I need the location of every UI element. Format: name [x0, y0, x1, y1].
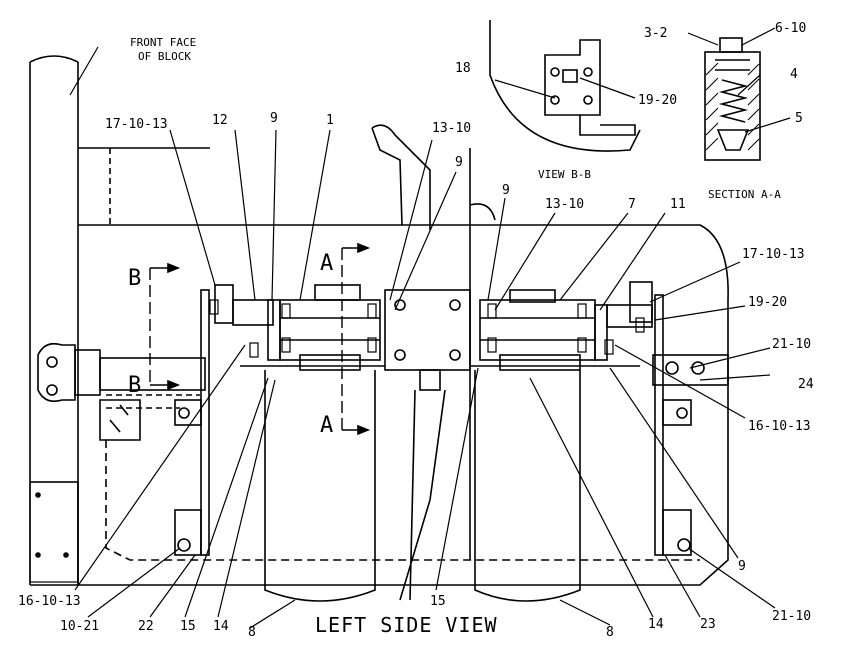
callout-17-10-13-left: 17-10-13	[105, 117, 168, 132]
callout-22: 22	[138, 619, 154, 634]
right-bracket-plate	[654, 294, 664, 556]
callout-14-a: 14	[213, 619, 229, 634]
callout-9-c: 9	[502, 183, 510, 198]
left-bracket-plate	[200, 289, 210, 556]
callout-1: 1	[326, 113, 334, 128]
callout-24: 24	[798, 377, 814, 392]
block-outline	[30, 147, 729, 586]
callout-8-a: 8	[248, 625, 256, 640]
callout-23: 23	[700, 617, 716, 632]
filter-head-left	[279, 299, 381, 361]
callout-13-10-b: 13-10	[545, 197, 584, 212]
front-face-label-1: FRONT FACE	[130, 36, 196, 49]
callout-9-b: 9	[455, 155, 463, 170]
callout-14-b: 14	[648, 617, 664, 632]
callout-9-d: 9	[738, 559, 746, 574]
fuel-filter-left	[264, 370, 376, 602]
callout-21-10-a: 21-10	[772, 337, 811, 352]
section-aa-title: SECTION A-A	[708, 188, 781, 201]
callout-18: 18	[455, 61, 471, 76]
callout-15-b: 15	[430, 594, 446, 609]
view-bb-outline	[489, 20, 641, 152]
callout-7: 7	[628, 197, 636, 212]
central-manifold	[384, 289, 471, 371]
callout-17-10-13-right: 17-10-13	[742, 247, 805, 262]
callout-16-10-13-left: 16-10-13	[18, 594, 81, 609]
callout-5: 5	[795, 111, 803, 126]
fuel-filter-right	[474, 370, 581, 602]
front-face-label-2: OF BLOCK	[138, 50, 191, 63]
callout-19-20-top: 19-20	[638, 93, 677, 108]
callout-13-10-a: 13-10	[432, 121, 471, 136]
callout-3-2: 3-2	[644, 26, 667, 41]
section-b-marker-top: B	[128, 266, 141, 291]
callout-8-b: 8	[606, 625, 614, 640]
block-pipe	[29, 55, 79, 585]
callout-12: 12	[212, 113, 228, 128]
callout-16-10-13-right: 16-10-13	[748, 419, 811, 434]
callout-4: 4	[790, 67, 798, 82]
section-a-marker-top: A	[320, 251, 333, 276]
left-side-view-title: LEFT SIDE VIEW	[315, 613, 498, 637]
callout-9-a: 9	[270, 111, 278, 126]
callout-11: 11	[670, 197, 686, 212]
callout-15-a: 15	[180, 619, 196, 634]
callout-10-21: 10-21	[60, 619, 99, 634]
section-b-marker-bottom: B	[128, 373, 141, 398]
callout-19-20-right: 19-20	[748, 295, 787, 310]
callout-6-10: 6-10	[775, 21, 806, 36]
callout-21-10-b: 21-10	[772, 609, 811, 624]
view-bb-title: VIEW B-B	[538, 168, 591, 181]
section-a-marker-bottom: A	[320, 413, 333, 438]
